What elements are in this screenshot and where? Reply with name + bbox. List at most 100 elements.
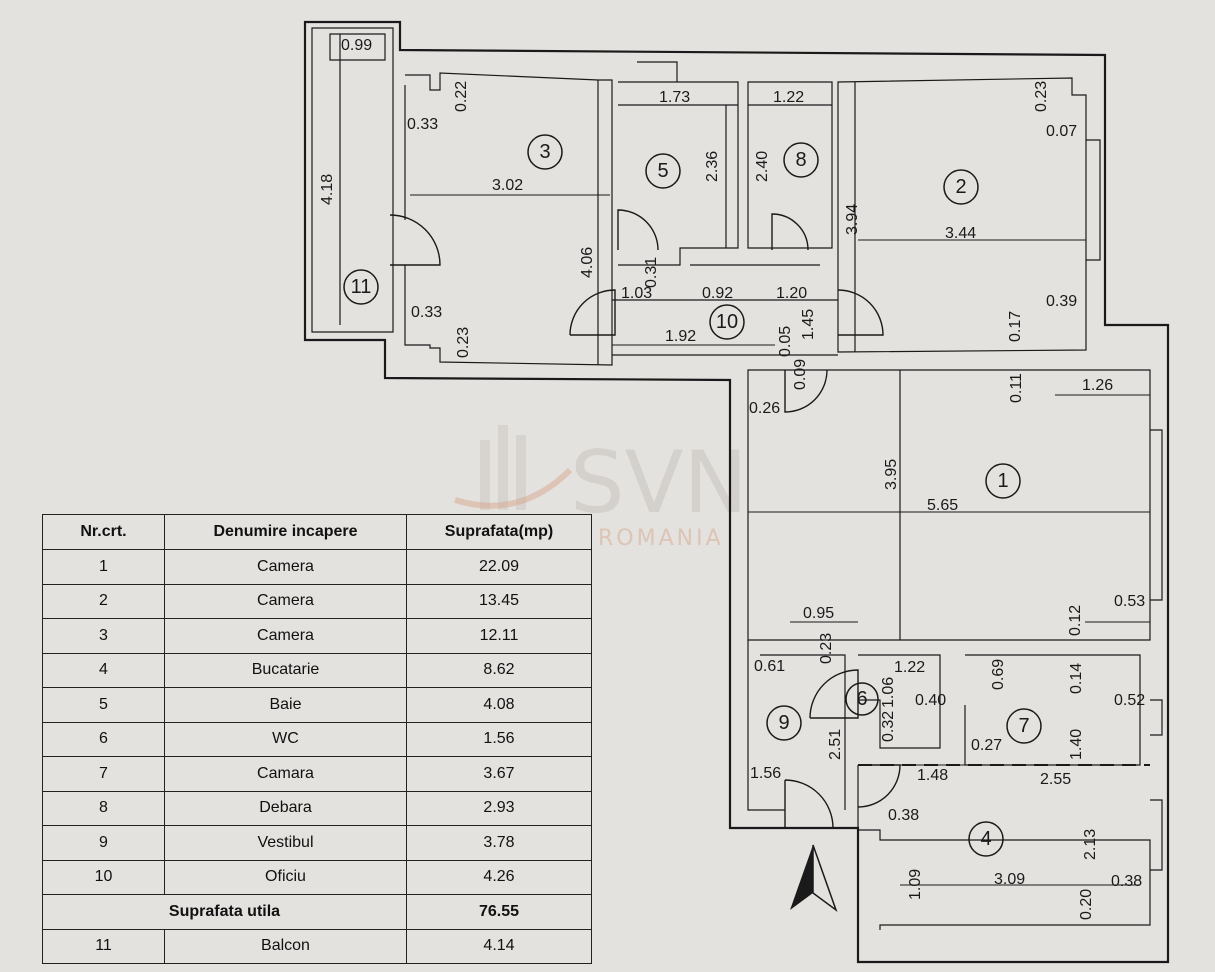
- dim-label: 2.51: [827, 729, 844, 760]
- dim-label: 0.92: [702, 285, 733, 302]
- dim-label: 0.27: [971, 737, 1002, 754]
- dim-label: 0.05: [777, 326, 794, 357]
- cell-area: 4.14: [406, 928, 592, 964]
- watermark-brand: SVN: [570, 433, 748, 533]
- dim-label: 0.38: [888, 807, 919, 824]
- dim-label: 0.07: [1046, 123, 1077, 140]
- dim-label: 0.22: [453, 81, 470, 112]
- dim-label: 1.20: [776, 285, 807, 302]
- dim-label: 2.40: [754, 151, 771, 182]
- dim-label: 0.38: [1111, 873, 1142, 890]
- watermark: SVN ROMANIA: [454, 425, 748, 551]
- cell-name: Oficiu: [164, 859, 407, 895]
- dim-label: 0.26: [749, 400, 780, 417]
- dim-label: 0.23: [455, 327, 472, 358]
- doors: [389, 209, 901, 829]
- dimension-lines: [410, 104, 1150, 886]
- room-marker: 3: [527, 134, 563, 170]
- dim-label: 0.53: [1114, 593, 1145, 610]
- room-marker: 2: [943, 169, 979, 205]
- dim-label: 3.02: [492, 177, 523, 194]
- cell-nr: 11: [42, 928, 165, 964]
- cell-area: 2.93: [406, 790, 592, 826]
- cell-area: 8.62: [406, 652, 592, 688]
- dim-label: 3.44: [945, 225, 976, 242]
- dim-label: 0.32: [880, 711, 897, 742]
- dim-label: 1.45: [800, 309, 817, 340]
- room-marker: 8: [783, 142, 819, 178]
- room-number: 6: [856, 688, 867, 710]
- dim-label: 1.22: [894, 659, 925, 676]
- dim-label: 0.69: [990, 659, 1007, 690]
- cell-nr: 3: [42, 618, 165, 654]
- dim-label: 1.92: [665, 328, 696, 345]
- dim-label: 1.56: [750, 765, 781, 782]
- header-area: Suprafata(mp): [406, 514, 592, 550]
- cell-area: 3.67: [406, 756, 592, 792]
- header-nr: Nr.crt.: [42, 514, 165, 550]
- dim-label: 5.65: [927, 497, 958, 514]
- dim-label: 4.18: [319, 174, 336, 205]
- cell-nr: 1: [42, 549, 165, 585]
- dim-label: 0.11: [1008, 373, 1025, 403]
- dim-label: 3.94: [844, 204, 861, 235]
- cell-nr: 5: [42, 687, 165, 723]
- room-number: 11: [351, 276, 372, 298]
- cell-area: 1.56: [406, 721, 592, 757]
- table-header: Nr.crt. Denumire incapere Suprafata(mp): [42, 514, 592, 550]
- room-marker: 4: [968, 821, 1004, 857]
- room-number: 8: [795, 149, 806, 171]
- dim-label: 0.61: [754, 658, 785, 675]
- room-number: 9: [778, 712, 789, 734]
- cell-area: 3.78: [406, 825, 592, 861]
- room-marker: 11: [343, 269, 379, 305]
- cell-name: Debara: [164, 790, 407, 826]
- dim-label: 0.52: [1114, 692, 1145, 709]
- dim-label: 2.13: [1082, 829, 1099, 860]
- room-marker: 5: [645, 153, 681, 189]
- dim-label: 2.36: [704, 151, 721, 182]
- dim-label: 1.06: [880, 677, 897, 708]
- dim-label: 0.23: [818, 633, 835, 664]
- north-arrow-icon: [790, 844, 838, 913]
- cell-nr: 6: [42, 721, 165, 757]
- dim-label: 3.95: [883, 459, 900, 490]
- room-area-table: Nr.crt. Denumire incapere Suprafata(mp) …: [42, 514, 592, 964]
- room-number: 3: [539, 141, 550, 163]
- dim-label: 4.06: [579, 247, 596, 278]
- cell-nr: 4: [42, 652, 165, 688]
- watermark-sub: ROMANIA: [598, 526, 724, 551]
- cell-name: Baie: [164, 687, 407, 723]
- dim-label: 0.17: [1007, 311, 1024, 342]
- room-number: 10: [716, 311, 738, 333]
- cell-nr: 9: [42, 825, 165, 861]
- room-number: 5: [657, 160, 668, 182]
- dim-label: 1.48: [917, 767, 948, 784]
- total-label: Suprafata utila: [42, 894, 407, 930]
- cell-name: Balcon: [164, 928, 407, 964]
- cell-nr: 2: [42, 583, 165, 619]
- dim-label: 2.55: [1040, 771, 1071, 788]
- dim-label: 1.22: [773, 89, 804, 106]
- room-marker: 7: [1006, 708, 1042, 744]
- room-number: 1: [997, 470, 1008, 492]
- header-name: Denumire incapere: [164, 514, 407, 550]
- dim-label: 0.95: [803, 605, 834, 622]
- dim-label: 0.09: [792, 359, 809, 390]
- dim-label: 0.33: [411, 304, 442, 321]
- room-marker: 9: [766, 705, 802, 741]
- dim-label: 1.26: [1082, 377, 1113, 394]
- room-marker: 6: [845, 682, 879, 716]
- dim-label: 1.40: [1068, 729, 1085, 760]
